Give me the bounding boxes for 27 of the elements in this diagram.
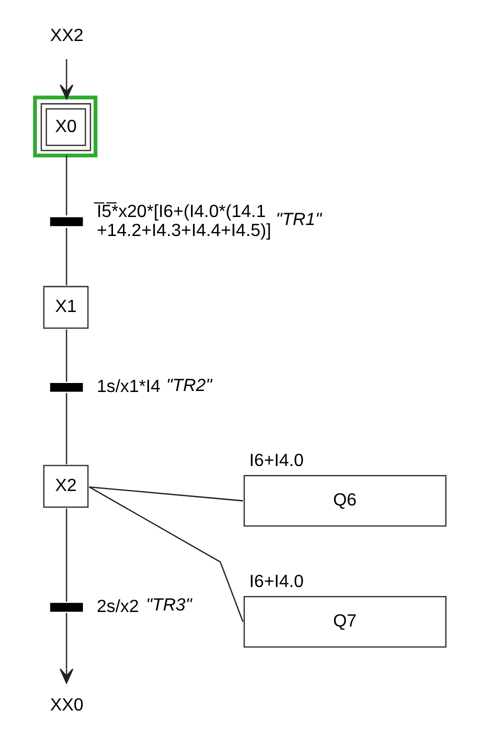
node-text: XX2 <box>50 25 83 46</box>
connector <box>88 486 243 502</box>
node-label: I̅5̅*x20*[I6+(I4.0*(14.1 +14.2+I4.3+I4.4+I4.5)] <box>96 200 271 240</box>
node-label: I6+I4.0 <box>248 450 304 470</box>
node-box: X2 <box>42 464 88 508</box>
node-label: I6+I4.0 <box>248 570 304 591</box>
node-box: X0 <box>32 96 97 158</box>
connector <box>88 486 244 622</box>
node-bar <box>50 217 82 226</box>
node-label: "TR1" <box>275 209 322 230</box>
arrow <box>59 612 73 684</box>
node-label: 2s/x2 <box>96 596 138 616</box>
node-label: "TR3" <box>145 594 192 615</box>
node-label: "TR2" <box>166 374 212 395</box>
connector <box>65 228 67 286</box>
connector <box>65 393 67 464</box>
connector <box>65 508 67 602</box>
node-text: XX0 <box>50 694 83 714</box>
arrow <box>59 59 73 100</box>
node-box: Q6 <box>243 474 446 527</box>
connector <box>65 155 67 216</box>
connector <box>65 329 67 382</box>
node-bar <box>50 382 82 392</box>
node-box: X1 <box>42 286 88 329</box>
node-label: 1s/x1*I4 <box>96 376 160 396</box>
node-box: Q7 <box>243 596 446 648</box>
node-bar <box>50 602 82 612</box>
